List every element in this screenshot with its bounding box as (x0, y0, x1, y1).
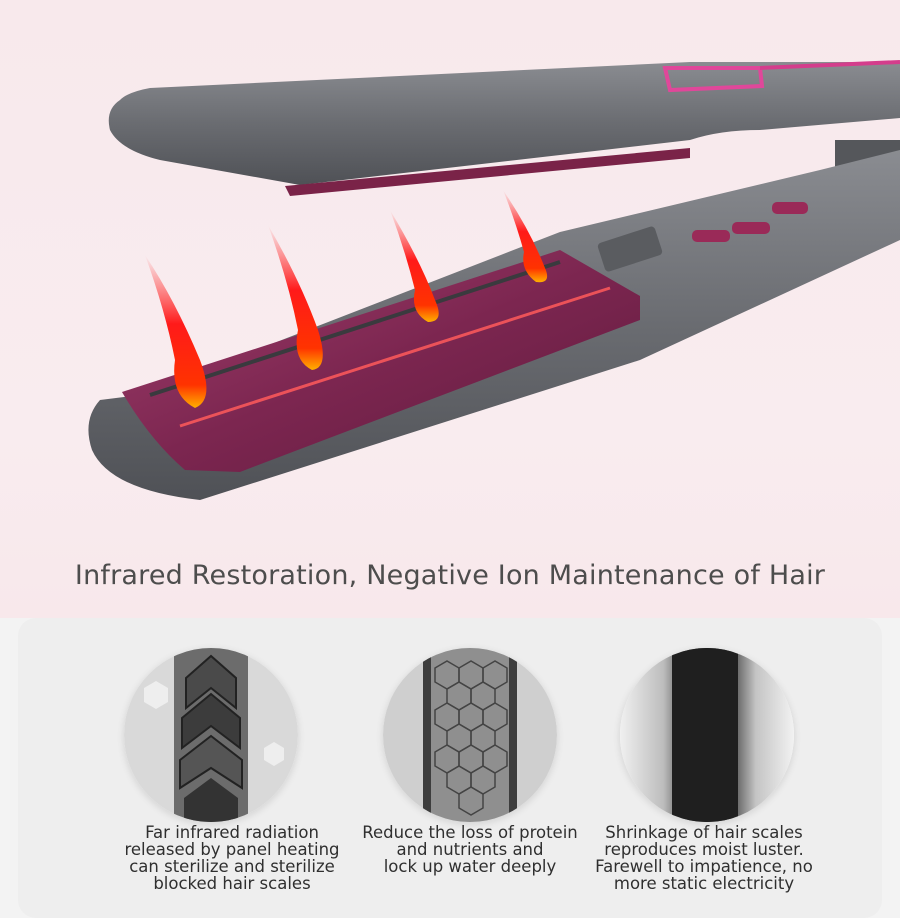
feature-3-caption: Shrinkage of hair scales reproduces mois… (595, 823, 813, 893)
upper-arm (108, 62, 900, 185)
feature-2-caption: Reduce the loss of protein and nutrients… (362, 823, 578, 876)
upper-arm-plate-edge (285, 148, 690, 196)
headline: Infrared Restoration, Negative Ion Maint… (74, 560, 826, 591)
infrared-flame-1 (145, 255, 207, 408)
smooth-hair-strand-icon (620, 648, 794, 822)
product-hero: Infrared Restoration, Negative Ion Maint… (0, 0, 900, 618)
pink-trim (662, 66, 765, 93)
hair-honeycomb-icon (383, 648, 557, 822)
infrared-flame-2 (268, 225, 323, 370)
damaged-hair-scales-icon (124, 648, 298, 822)
infrared-flame-3 (390, 210, 439, 322)
infrared-flame-4 (503, 190, 548, 283)
features-panel: Far infrared radiation released by panel… (18, 618, 882, 918)
feature-1-caption: Far infrared radiation released by panel… (124, 823, 340, 893)
flat-iron-illustration (88, 60, 900, 500)
